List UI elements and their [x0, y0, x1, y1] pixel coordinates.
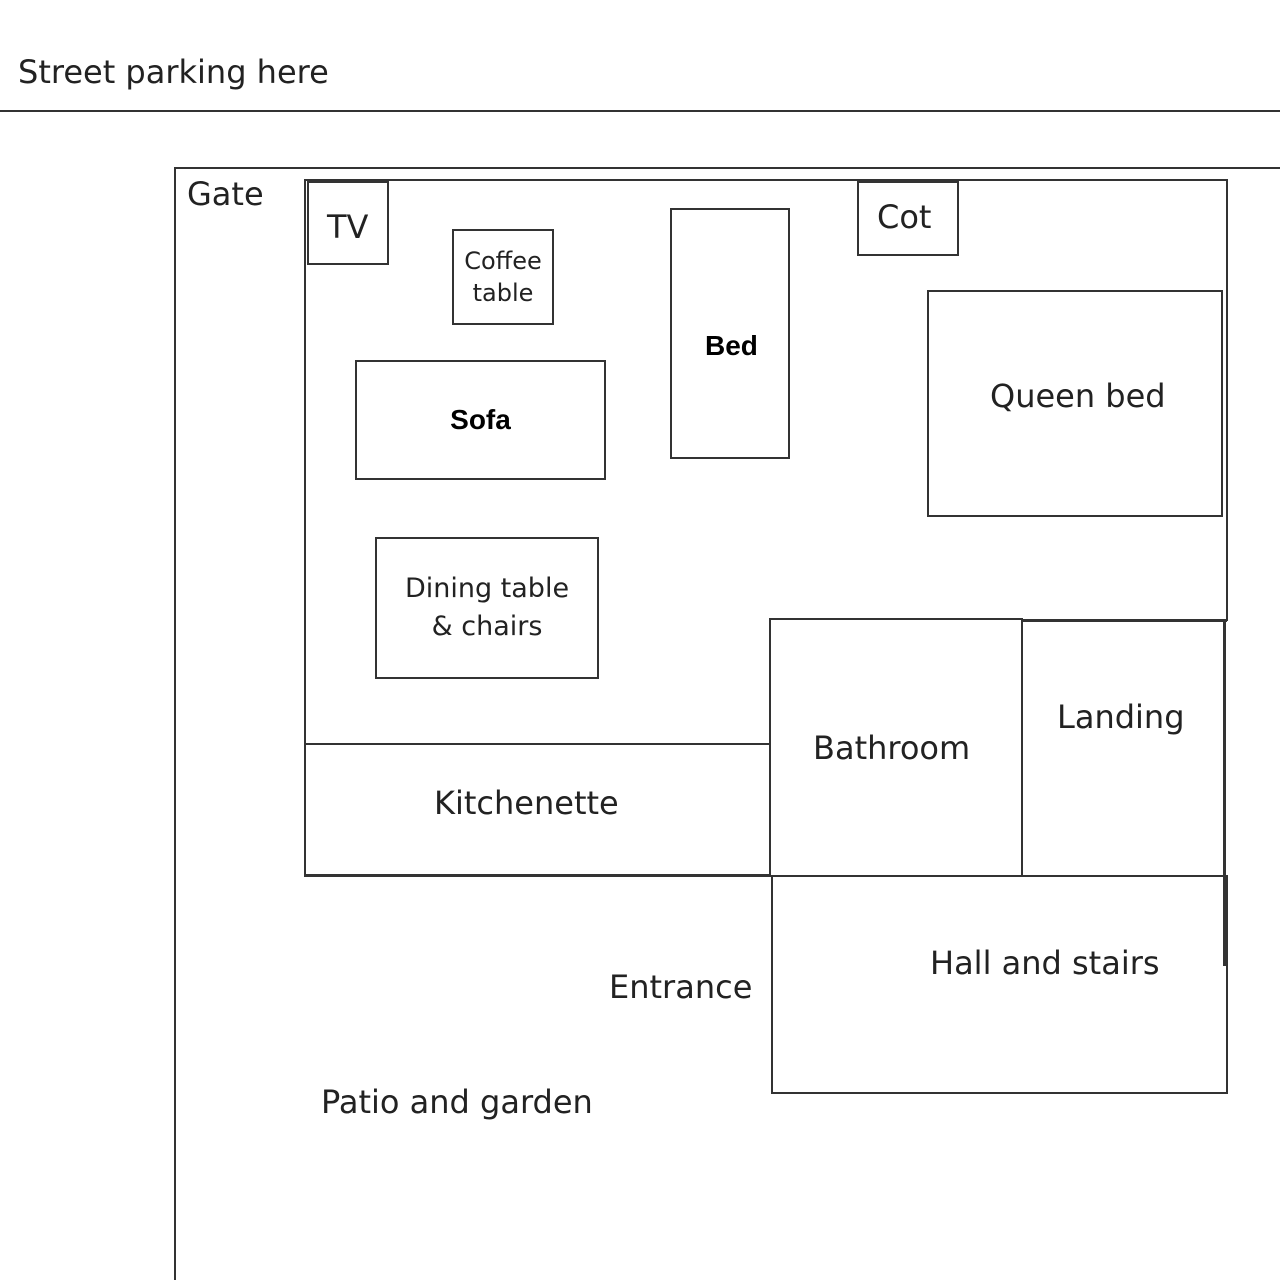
cot: Cot — [857, 181, 959, 256]
queen-bed-label: Queen bed — [990, 377, 1166, 415]
hall-and-stairs: Hall and stairs — [771, 875, 1228, 1094]
tv-label: TV — [327, 208, 369, 246]
sofa-label: Sofa — [450, 404, 511, 435]
main-room-top-wall — [304, 179, 1228, 181]
sofa: Sofa — [355, 360, 606, 480]
street-label: Street parking here — [18, 53, 329, 91]
main-room-right-wall — [1226, 179, 1228, 621]
coffee-table-label: Coffee table — [464, 247, 542, 307]
kitchenette: Kitchenette — [304, 743, 771, 877]
bathroom-label: Bathroom — [813, 729, 971, 767]
landing-right-wall — [1223, 619, 1226, 966]
entrance-label: Entrance — [609, 968, 753, 1006]
street-line — [0, 110, 1280, 112]
queen-bed: Queen bed — [927, 290, 1223, 517]
tv: TV — [307, 181, 389, 265]
landing-label: Landing — [1057, 698, 1185, 736]
bed-label: Bed — [705, 330, 758, 361]
dining-table: Dining table & chairs — [375, 537, 599, 679]
kitchenette-label: Kitchenette — [434, 784, 619, 822]
gate-label: Gate — [187, 175, 264, 213]
dining-label: Dining table & chairs — [404, 573, 570, 642]
bed: Bed — [670, 208, 790, 459]
cot-label: Cot — [877, 198, 932, 236]
landing-top-wall — [1022, 619, 1227, 622]
main-room-left-wall — [304, 179, 306, 877]
patio-label: Patio and garden — [321, 1083, 593, 1121]
hall-label: Hall and stairs — [930, 944, 1160, 982]
bathroom: Bathroom — [769, 618, 1023, 877]
property-boundary — [174, 167, 1280, 1280]
coffee-table: Coffee table — [452, 229, 554, 325]
